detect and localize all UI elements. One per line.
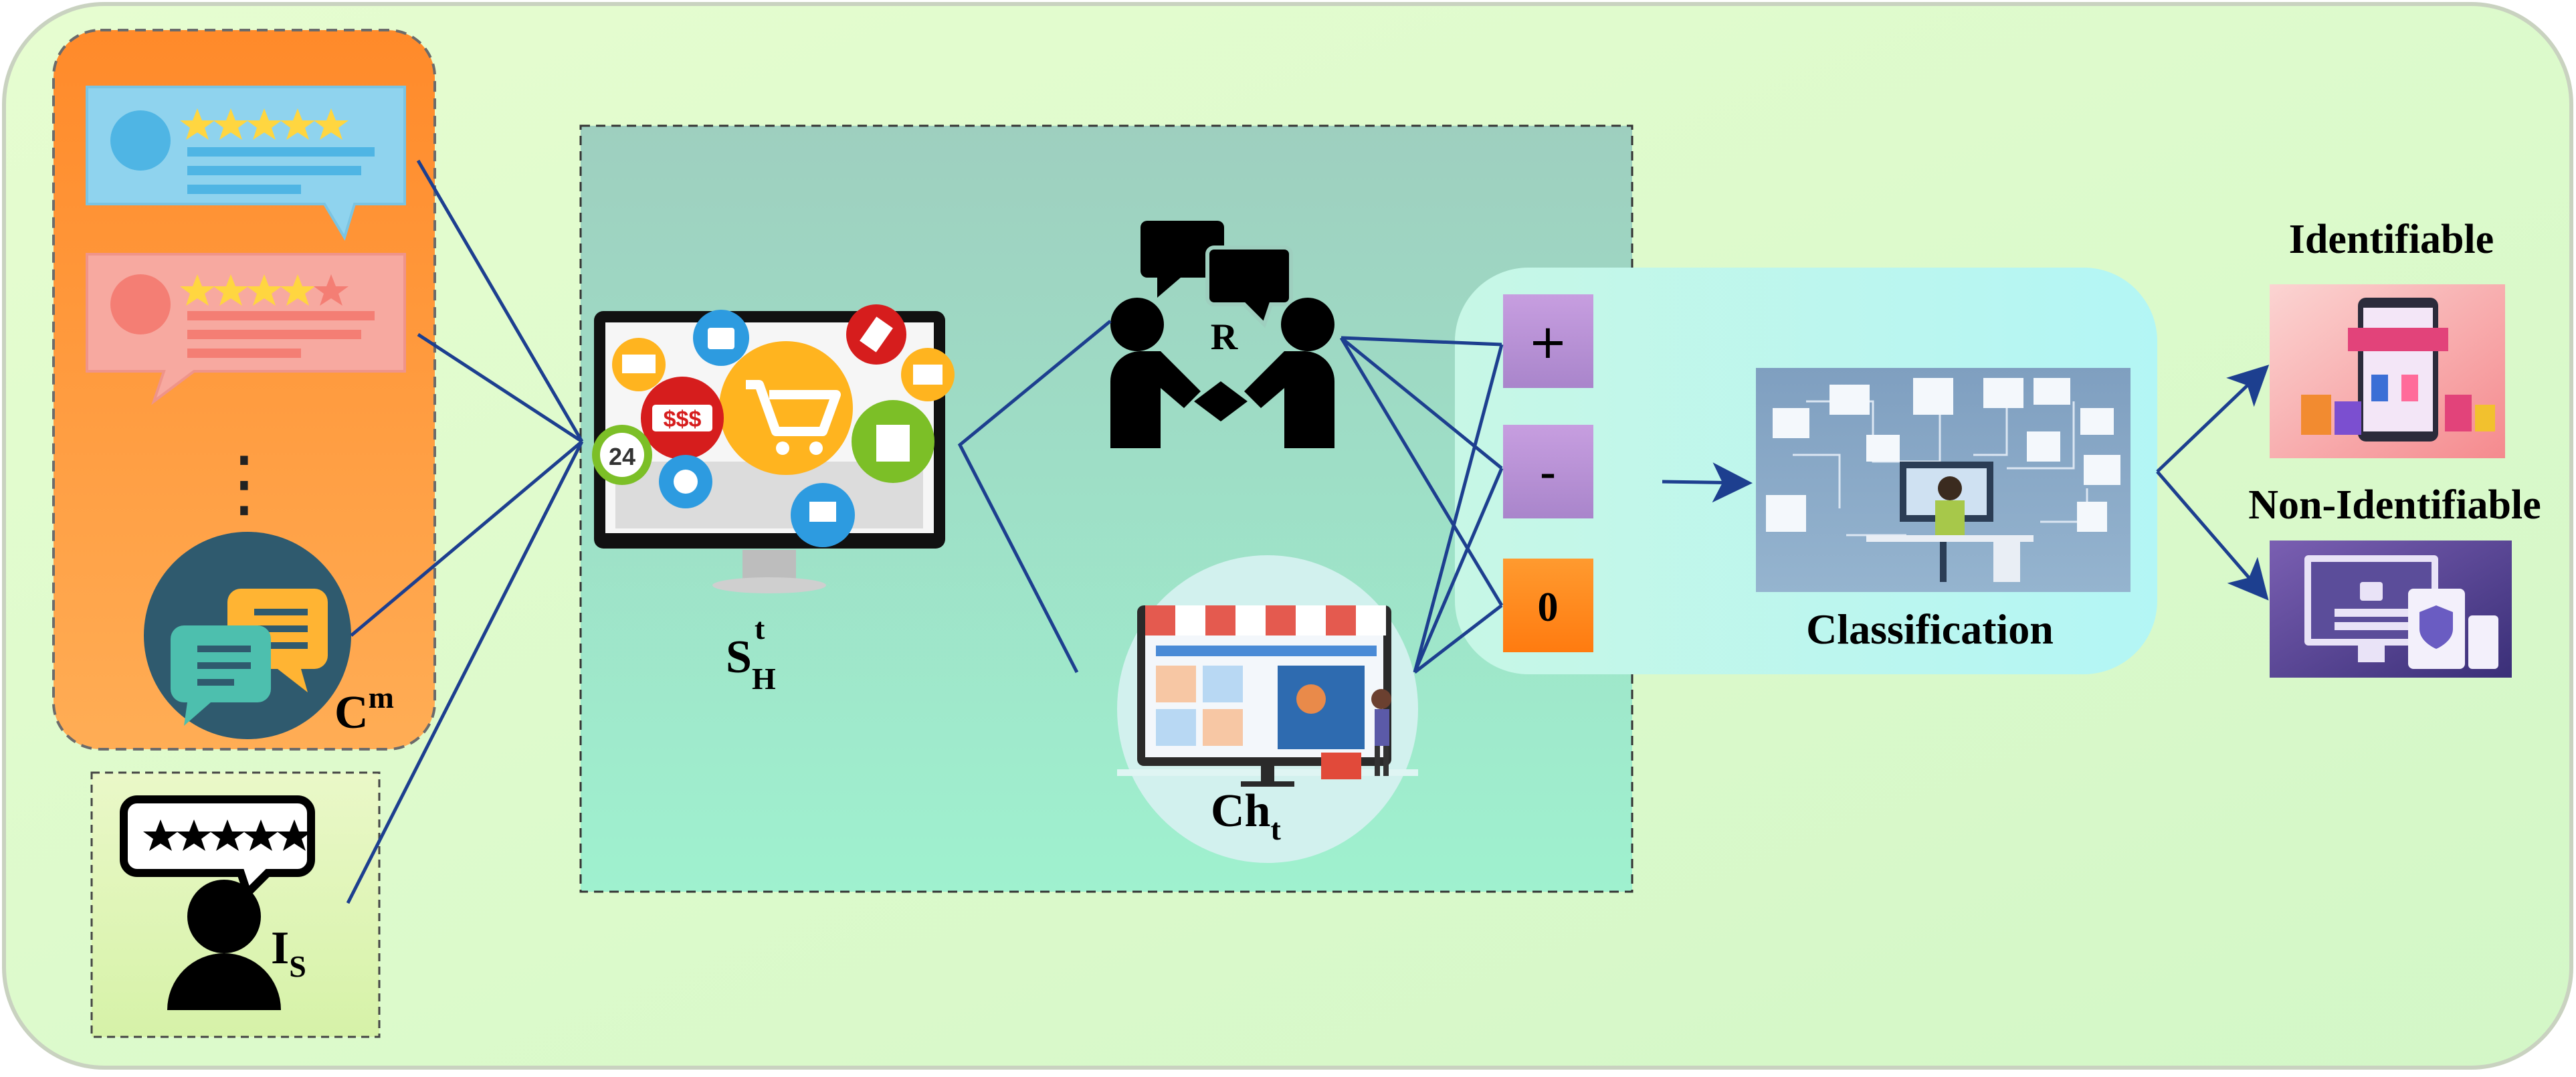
plus-label: + [1528,314,1568,369]
classification-label: Classification [1806,605,2054,653]
cht-label: Cht [1211,785,1281,846]
connector-lines [346,159,2270,904]
review-card-icon [86,253,406,405]
online-store-icon [1117,555,1418,863]
minus-label: - [1540,446,1555,498]
r-label: R [1211,316,1238,358]
negative-box [1503,425,1593,518]
sh-sup-label: t [755,611,765,646]
review-card-icon [86,86,406,241]
shopping-illustration-icon [2270,284,2505,458]
cm-label: Cm [334,680,394,739]
zero-label: 0 [1538,585,1559,630]
secure-login-icon [2270,541,2512,678]
positive-box [1503,294,1593,388]
neutral-box [1503,559,1593,652]
sh-label: SH [726,631,776,696]
hours-text: 24 [609,443,635,470]
chat-bubbles-icon [144,532,351,739]
handshake-people-icon [1110,221,1334,448]
price-text: $$$ [664,407,702,432]
data-network-icon [1756,368,2131,592]
identifiable-label: Identifiable [2289,217,2494,262]
user-rating-icon [120,795,315,1010]
ellipsis-text: ⋮ [207,440,281,526]
is-label: IS [271,922,306,983]
non-identifiable-label: Non-Identifiable [2248,482,2541,528]
ecommerce-monitor-icon: $$$ 24 [592,304,955,593]
